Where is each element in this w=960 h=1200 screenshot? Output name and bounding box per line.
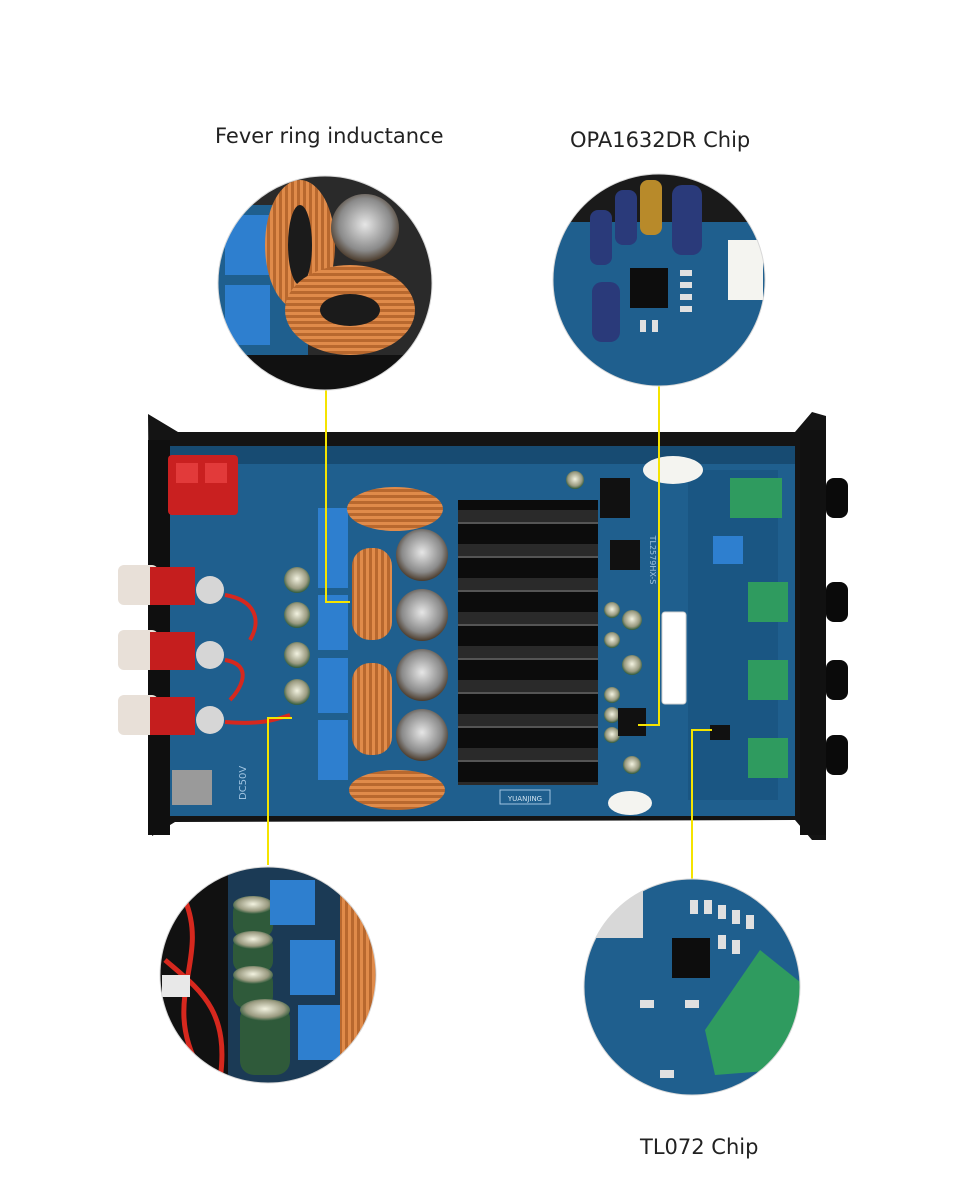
- zoom-opa1632dr: [553, 174, 765, 386]
- voltage-label: DC50V: [238, 766, 249, 800]
- control-knobs: [826, 478, 848, 775]
- heatsink: [458, 500, 598, 785]
- large-capacitors: [396, 529, 448, 761]
- callout-lines: [267, 384, 712, 880]
- brand-label: YUANJING: [507, 795, 542, 803]
- zoom-inductance: [218, 176, 432, 390]
- tl072-chip-closeup: [672, 938, 710, 978]
- volume-potentiometers: [713, 478, 788, 778]
- opa1632dr-chip: [618, 708, 646, 736]
- tl072-chip: [710, 725, 730, 740]
- amplifier-board: DC50V: [118, 412, 848, 840]
- opa-chip-closeup: [630, 268, 668, 308]
- caption-fever-ring-inductance: Fever ring inductance: [215, 124, 444, 148]
- chip-marking: TL2579HX-S: [648, 535, 657, 585]
- caption-tl072-chip: TL072 Chip: [640, 1135, 759, 1159]
- dc-jack: [172, 770, 212, 805]
- speaker-terminals: [118, 565, 291, 735]
- regulator-chip: [600, 478, 630, 518]
- ring-inductors: [347, 487, 445, 810]
- caption-opa1632dr-chip: OPA1632DR Chip: [570, 128, 751, 152]
- input-capacitors: [284, 567, 310, 705]
